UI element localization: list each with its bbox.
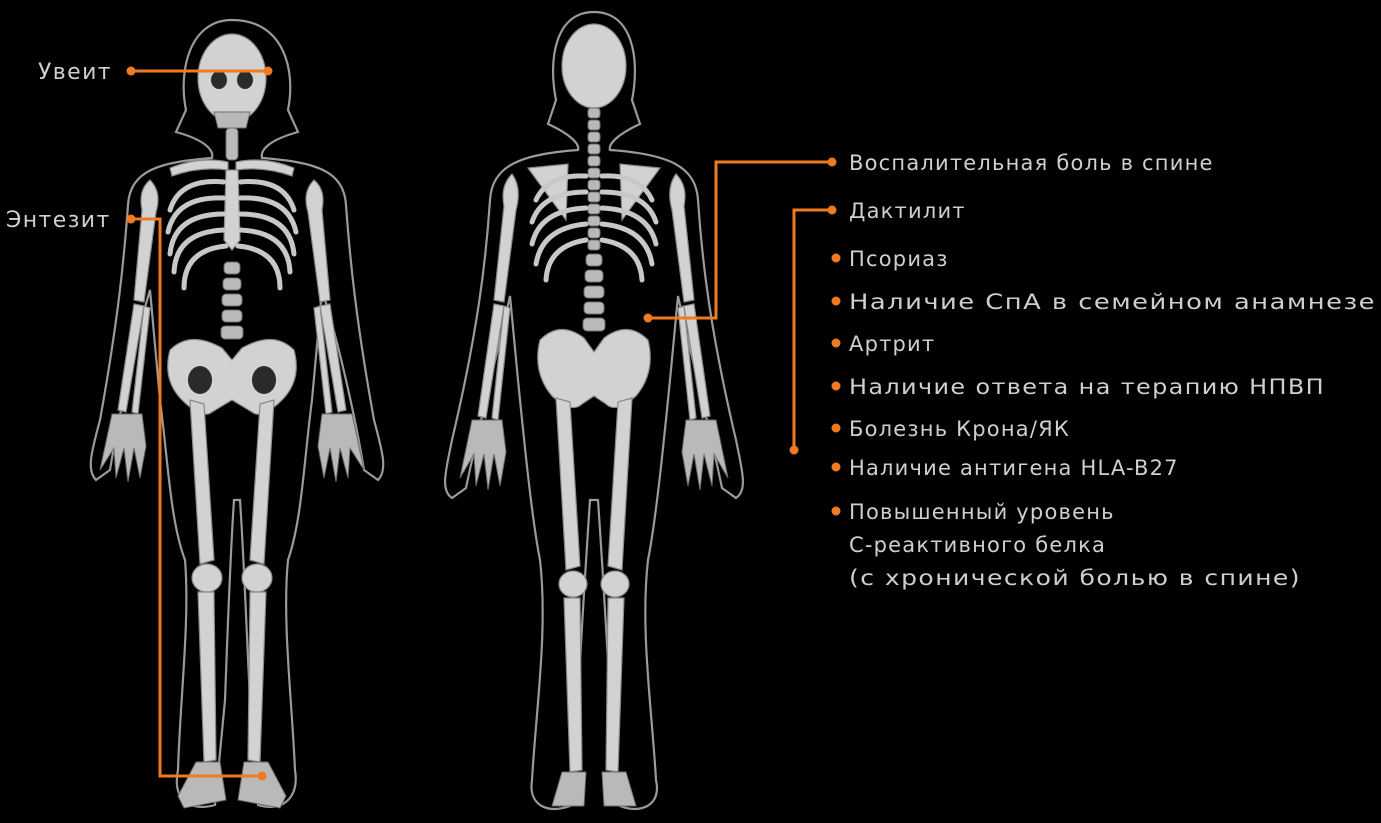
back-spine [583, 108, 605, 331]
list-item-arthritis: Артрит [849, 332, 935, 356]
list-item-hla-b27: Наличие антигена HLA-B27 [849, 456, 1179, 480]
list-item-family-history: Наличие СпА в семейном анамнезе [849, 290, 1376, 314]
dactylitis-dot-end [790, 446, 799, 455]
front-pelvis [168, 339, 297, 414]
label-enthesitis: Энтезит [6, 208, 111, 233]
back-pain-dot-end [644, 314, 653, 323]
list-item-psoriasis: Псориаз [849, 247, 949, 271]
bullet-6 [832, 463, 841, 472]
skeleton-front-icon [91, 20, 383, 808]
dactylitis-dot-start [828, 206, 837, 215]
label-uveitis: Увеит [38, 60, 112, 85]
bullet-7 [832, 507, 841, 516]
enthesitis-dot-start [127, 215, 136, 224]
bullet-4 [832, 382, 841, 391]
enthesitis-dot-end [258, 772, 267, 781]
bullet-5 [832, 424, 841, 433]
back-pelvis [538, 329, 651, 407]
list-item-back-pain: Воспалительная боль в спине [849, 151, 1214, 175]
list-item-crohns: Болезнь Крона/ЯК [849, 417, 1070, 441]
list-item-dactylitis: Дактилит [849, 199, 966, 223]
front-skull [198, 34, 266, 122]
bullet-1 [832, 254, 841, 263]
list-item-crp-line-2: С-реактивного белка [849, 533, 1106, 557]
uveitis-dot-end [264, 67, 273, 76]
list-item-crp-line-3: (с хронической болью в спине) [849, 566, 1301, 590]
dactylitis-leader [794, 210, 832, 450]
list-item-crp: Повышенный уровень [849, 500, 1115, 524]
back-pain-dot-start [828, 158, 837, 167]
skeleton-back-icon [445, 12, 743, 809]
back-skull [562, 24, 626, 108]
bullet-2 [832, 297, 841, 306]
uveitis-dot-start [127, 67, 136, 76]
front-lumbar-spine [221, 262, 243, 339]
feature-list: Воспалительная боль в спине Дактилит Псо… [832, 151, 1377, 590]
bullet-3 [832, 339, 841, 348]
list-item-nsaid-response: Наличие ответа на терапию НПВП [849, 375, 1325, 399]
